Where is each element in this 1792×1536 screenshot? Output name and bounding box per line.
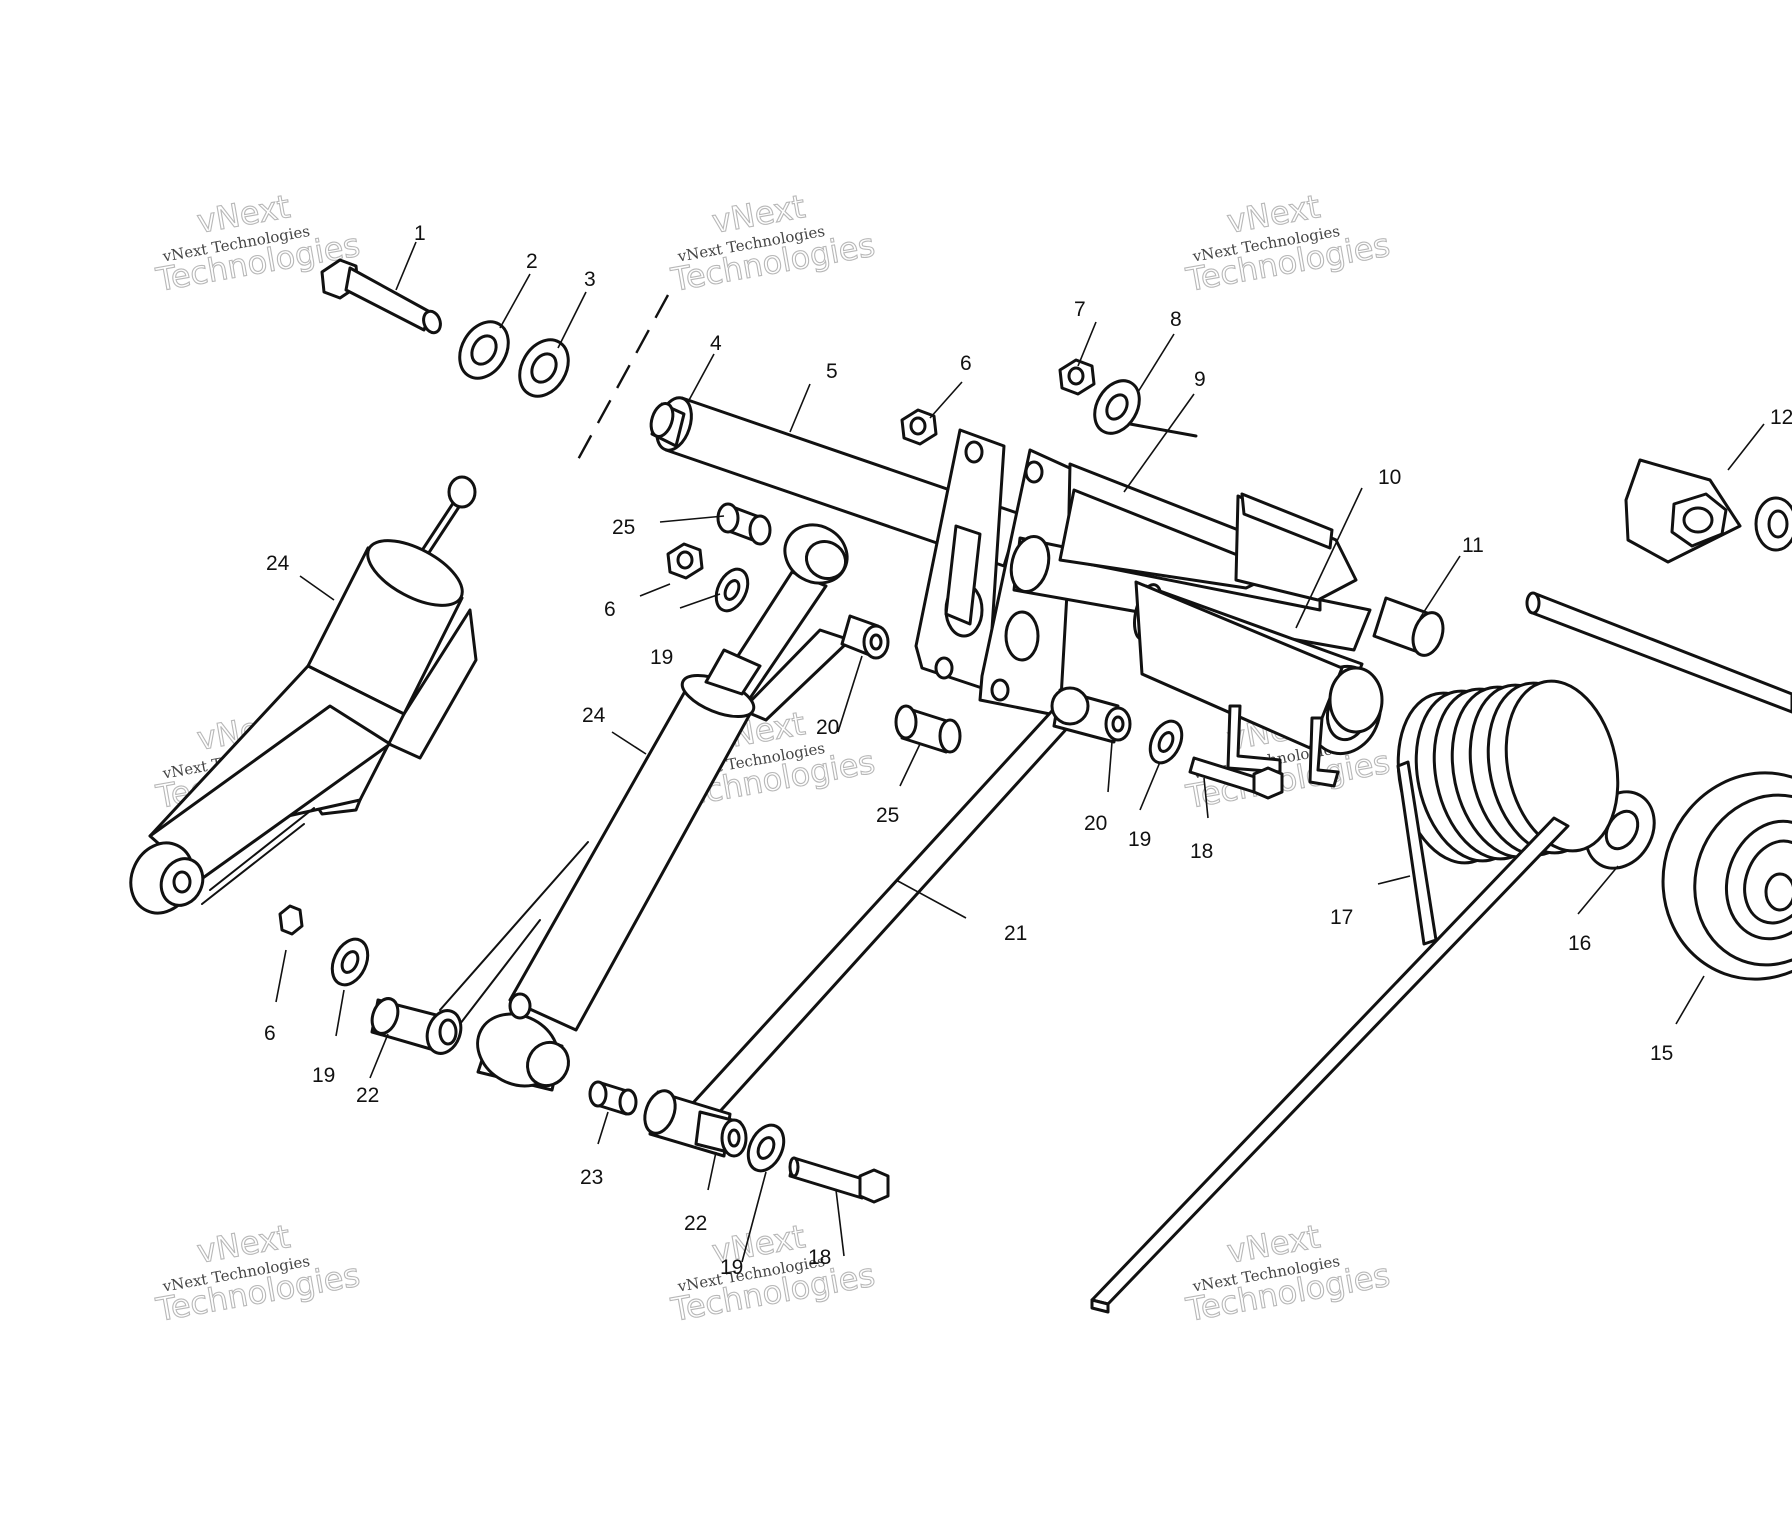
part-19-washer-lower [330, 937, 370, 987]
part-7-nut [1058, 358, 1096, 396]
callout-12: 12 [1770, 406, 1792, 429]
part-2-washer [458, 320, 510, 380]
callout-18-right: 18 [1190, 840, 1213, 863]
long-rod [1525, 591, 1792, 714]
callout-15: 15 [1650, 1042, 1673, 1065]
callout-5: 5 [826, 360, 838, 383]
part-6-nut-mid [666, 542, 704, 580]
part-24-shock-absorber-mid [439, 648, 762, 1092]
part-20-bushing-mid [840, 614, 890, 660]
callout-21: 21 [1004, 922, 1027, 945]
dashed-axis-line [573, 294, 670, 466]
callout-24-left: 24 [266, 552, 290, 575]
part-19-washer-mid [714, 567, 750, 613]
callout-19-lower-left: 19 [312, 1064, 335, 1087]
callout-20-mid: 20 [816, 716, 839, 739]
callout-19-right: 19 [1128, 828, 1151, 851]
callout-11: 11 [1462, 534, 1484, 557]
part-8-washer [1093, 379, 1141, 435]
part-19-washer-right [1148, 719, 1184, 765]
callout-23: 23 [580, 1166, 603, 1189]
part-23-spacer [588, 1080, 638, 1116]
callout-16: 16 [1568, 932, 1591, 955]
callout-6-mid: 6 [604, 598, 616, 621]
watermark: vNext vNext Technologies Technologies [1182, 187, 1393, 300]
part-6-nut-top [900, 408, 938, 446]
callout-24-mid: 24 [582, 704, 606, 727]
callout-3: 3 [584, 268, 596, 291]
part-18-bolt-right [1188, 756, 1284, 800]
part-12-slide-block [1624, 458, 1742, 564]
part-18-bolt-bottom [788, 1156, 890, 1204]
callout-18-bottom: 18 [808, 1246, 831, 1269]
callout-7: 7 [1074, 298, 1086, 321]
part-21-link-rod [690, 686, 1132, 1120]
part-10-pivot-arm [1009, 462, 1384, 756]
part-3-washer [518, 338, 570, 398]
part-1-bolt [320, 258, 442, 335]
callout-2: 2 [526, 250, 538, 273]
part-11-shaft-stub [1372, 596, 1445, 657]
parts [129, 258, 1792, 1314]
callout-8: 8 [1170, 308, 1182, 331]
leader-lines [275, 241, 1765, 1263]
callout-25-top: 25 [612, 516, 635, 539]
callout-25-mid: 25 [876, 804, 899, 827]
callouts: 1 2 3 4 5 6 7 8 9 10 11 12 15 16 17 18 1… [264, 222, 1792, 1279]
callout-6-top: 6 [960, 352, 972, 375]
callout-6-lower: 6 [264, 1022, 276, 1045]
callout-17: 17 [1330, 906, 1353, 929]
part-19-washer-bottom [746, 1123, 786, 1173]
part-15-idler-wheel [1661, 771, 1792, 981]
part-17-torsion-spring [1090, 679, 1620, 1314]
callout-19-bottom: 19 [720, 1256, 743, 1279]
part-25-spacer-top [716, 502, 772, 546]
watermark: vNext vNext Technologies Technologies [667, 187, 878, 300]
callout-10: 10 [1378, 466, 1401, 489]
callout-1: 1 [414, 222, 426, 245]
callout-22-bottom: 22 [684, 1212, 707, 1235]
callout-4: 4 [710, 332, 722, 355]
part-6-nut-lower [278, 904, 304, 936]
callout-19-mid: 19 [650, 646, 673, 669]
part-22-bushing-left [370, 997, 463, 1055]
watermark: vNext vNext Technologies Technologies [152, 1217, 363, 1330]
callout-20-right: 20 [1084, 812, 1107, 835]
callout-22-left: 22 [356, 1084, 379, 1107]
bracket-plate-left [914, 428, 1006, 692]
part-22-bushing-mid [643, 1089, 748, 1158]
part-9-bolt [1128, 422, 1198, 438]
washer-right [1754, 496, 1792, 552]
callout-9: 9 [1194, 368, 1206, 391]
watermark: vNext vNext Technologies Technologies [1182, 1217, 1393, 1330]
part-25-spacer-mid [894, 704, 962, 754]
part-24-shock-absorber-left [129, 475, 478, 915]
